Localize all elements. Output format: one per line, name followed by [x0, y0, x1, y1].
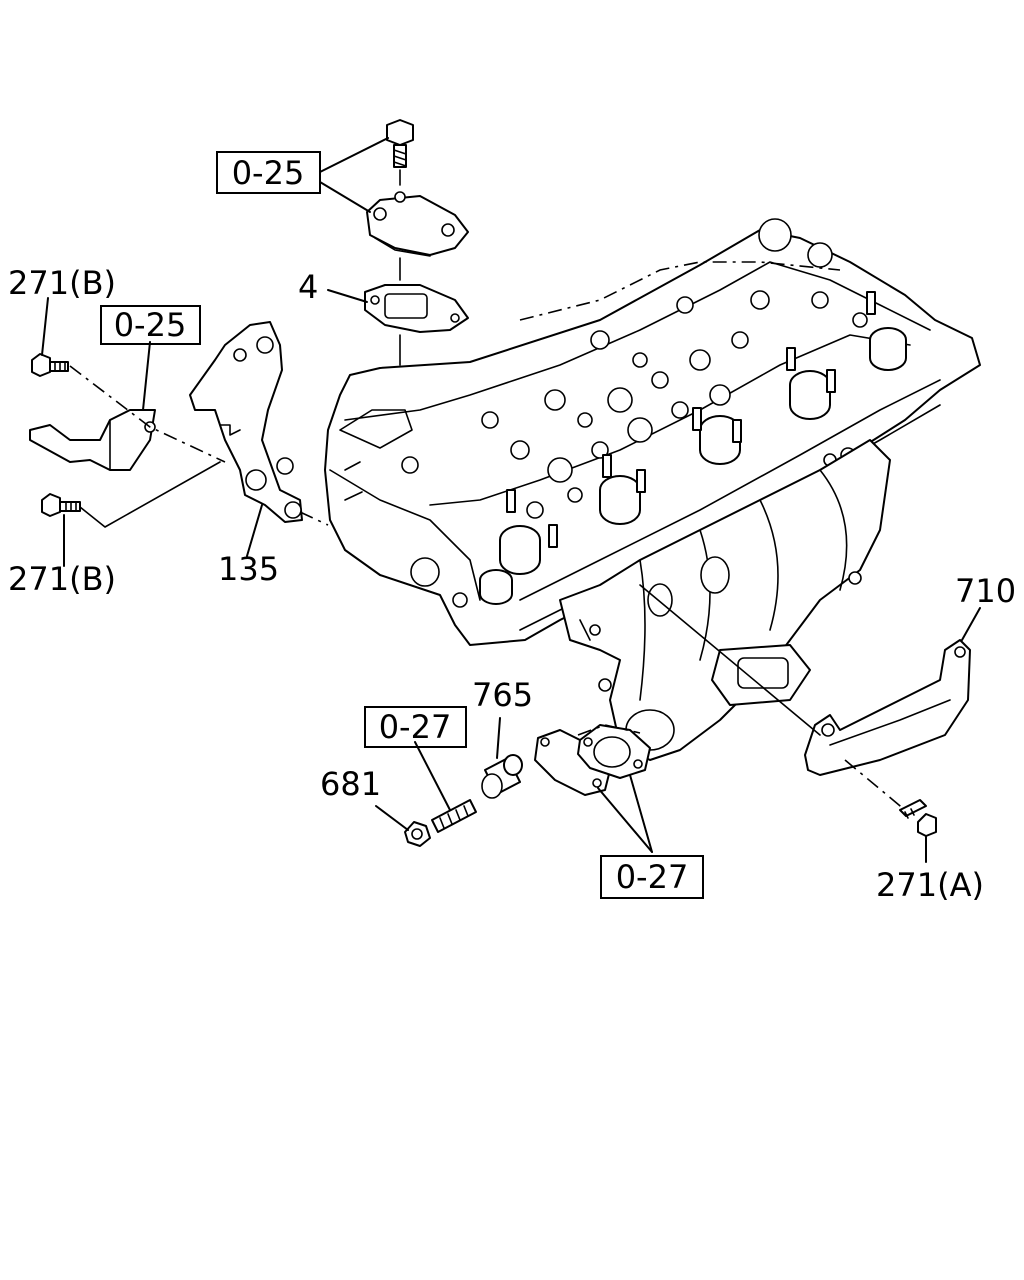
ref-0-27-bottom-label: 0-27 — [616, 858, 689, 896]
part-label-765: 765 — [472, 676, 533, 714]
bolt-271b-bottom — [41, 493, 81, 517]
stud-bolt — [431, 799, 477, 833]
alignment-line-271a — [844, 759, 906, 811]
engine-bracket-135 — [189, 321, 303, 523]
alignment-line-710 — [639, 584, 821, 736]
alignment-line-upper — [69, 365, 226, 463]
thermostat-cover-assembly — [364, 119, 469, 366]
part-label-271b-top: 271(B) — [8, 264, 116, 302]
part-label-710: 710 — [955, 572, 1016, 610]
callout-0-27-bottom: 0-27 — [600, 855, 704, 899]
top-bolt — [386, 119, 414, 168]
egr-gaskets — [534, 724, 651, 796]
part-label-681: 681 — [320, 765, 381, 803]
part-label-271a: 271(A) — [876, 866, 984, 904]
studs — [506, 291, 876, 548]
alignment-line-bracket — [299, 511, 329, 526]
callout-0-25-top: 0-25 — [216, 151, 321, 194]
bolt-271b-top — [31, 353, 69, 377]
support-bracket-710 — [804, 639, 971, 776]
bolt-271a — [899, 799, 937, 837]
part-label-4: 4 — [298, 268, 318, 306]
part-label-135: 135 — [218, 550, 279, 588]
callout-0-27-left: 0-27 — [364, 706, 467, 748]
bracket-plate — [29, 409, 156, 471]
ref-0-27-left-label: 0-27 — [379, 708, 452, 746]
nut-681 — [404, 821, 431, 847]
leader-lines — [41, 137, 981, 863]
callout-0-25-left: 0-25 — [100, 305, 201, 345]
ref-0-25-top-label: 0-25 — [232, 154, 305, 192]
cam-journals — [479, 327, 907, 605]
ref-0-25-left-label: 0-25 — [114, 306, 187, 344]
cylinder-head — [324, 218, 981, 646]
part-label-271b-bottom: 271(B) — [8, 560, 116, 598]
sleeve-765 — [481, 754, 523, 799]
intake-manifold — [559, 439, 891, 761]
alignment-line-lower — [79, 461, 221, 528]
